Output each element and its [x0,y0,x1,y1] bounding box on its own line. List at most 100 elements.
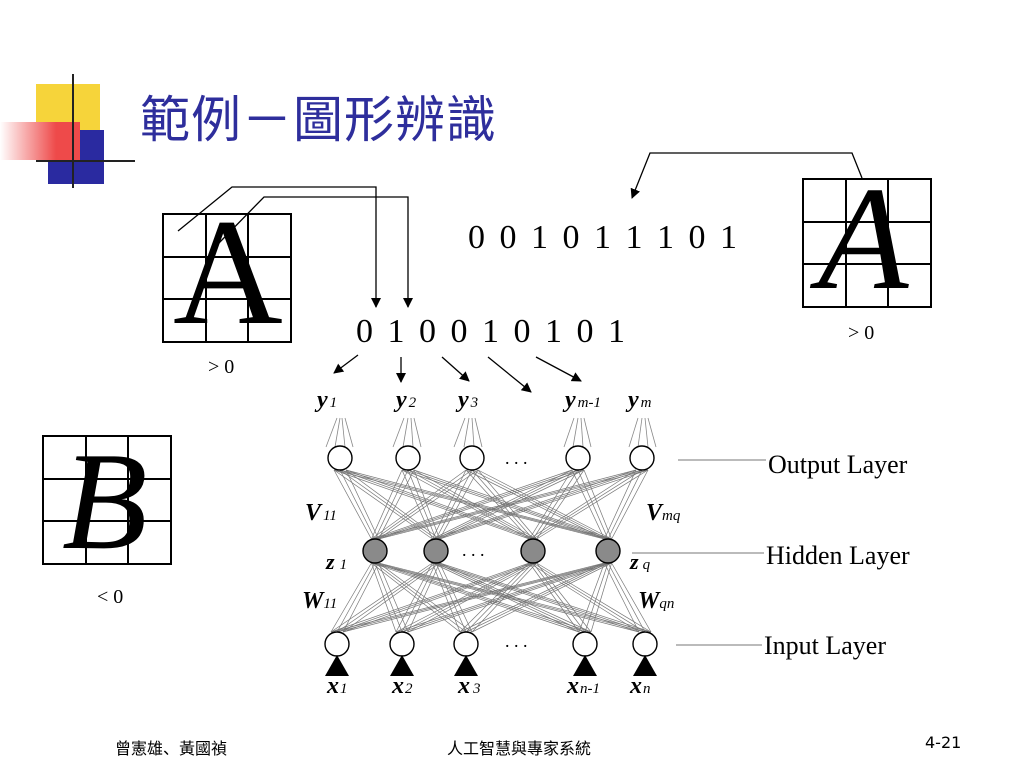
pattern-letter-a-right: A [818,157,909,321]
footer-page-number: 4-21 [925,733,962,752]
input-arrow-triangle [390,655,414,676]
connection-h3-i2-1 [465,562,609,633]
connection-h0-i0-2 [342,562,379,633]
connection-h3-i1-1 [401,562,609,633]
connection-h1-i1-1 [401,562,437,633]
hidden-ellipsis: . . . [462,540,485,560]
connection-h3-i3-0 [578,562,605,633]
bit-string-middle: 0 1 0 0 1 0 1 0 1 [356,313,628,350]
connection-o1-h1-2 [413,469,440,540]
connection-h3-i1-2 [407,562,612,633]
connection-h0-i0-1 [336,562,376,633]
connection-o1-h2-2 [413,469,537,540]
connection-h1-i2-0 [432,562,461,633]
title-decoration [0,70,135,190]
connection-o1-h1-1 [407,469,437,540]
connection-h1-i4-1 [435,562,646,633]
connection-o4-h2-2 [536,469,649,540]
connection-h3-i0-0 [330,562,605,633]
input-node [572,631,598,657]
connection-o3-h0-0 [371,469,573,540]
output-node [565,445,591,471]
connection-h1-i2-1 [435,562,467,633]
deco-red-bar [0,122,80,160]
connection-h0-i1-0 [371,562,397,633]
bit-arrow-3 [441,356,470,382]
connection-h1-i1-2 [407,562,440,633]
connection-h0-i2-2 [378,562,473,633]
input-triangles [325,655,657,676]
footer-course: 人工智慧與專家系統 [447,739,592,758]
connection-o4-h2-1 [532,469,643,540]
connection-h2-i0-1 [336,562,534,633]
connection-o2-h1-0 [432,469,467,540]
deco-horizontal-line [36,160,135,162]
connection-h2-i3-2 [536,562,592,633]
hidden-nodes [362,538,621,564]
bit-arrow-5 [535,356,582,382]
connection-o1-h2-1 [407,469,534,540]
connector-line-2 [217,196,413,308]
output-node [327,445,353,471]
output-node [459,445,485,471]
connection-h2-i1-0 [395,562,530,633]
deco-vertical-line [72,74,74,188]
input-label-xn: xn [629,673,651,699]
connection-o3-h3-0 [571,469,605,540]
pattern-letter-b: B [62,424,148,579]
connection-o3-h2-1 [532,469,579,540]
connection-o3-h3-2 [583,469,612,540]
connection-h0-i1-2 [378,562,409,633]
pattern-grid-a-left [162,213,292,343]
connection-o3-h2-2 [536,469,585,540]
connection-h3-i0-1 [336,562,609,633]
connection-o2-h2-0 [465,469,530,540]
output-hidden-connections [333,469,649,540]
connection-o4-h1-0 [432,469,637,540]
grid-to-bits-connectors [177,152,863,308]
bit-arrow-4 [487,356,532,393]
input-label-xn-1: xn-1 [566,673,600,699]
connection-o3-h0-2 [378,469,585,540]
connection-o0-h3-0 [333,469,605,540]
layer-leader-lines [632,459,766,646]
connection-o4-h3-1 [607,469,643,540]
input-nodes [324,631,658,657]
connection-h0-i1-1 [374,562,403,633]
footer-authors: 曾憲雄、黃國禎 [115,739,228,758]
weight-label-wqn: Wqn [638,588,674,614]
connector-line-1 [177,186,381,308]
input-arrow-triangle [325,655,349,676]
connection-o0-h1-2 [345,469,440,540]
connection-h3-i2-0 [459,562,605,633]
connection-o0-h0-2 [345,469,379,540]
connection-h0-i2-1 [374,562,467,633]
connection-o4-h3-2 [611,469,649,540]
input-node [632,631,658,657]
pattern-grid-b [42,435,172,565]
input-arrow-triangle [454,655,478,676]
connection-h2-i2-0 [459,562,530,633]
connection-o0-h3-1 [339,469,609,540]
connection-h0-i3-2 [378,562,592,633]
connection-h1-i3-2 [439,562,592,633]
connection-h1-i4-0 [432,562,640,633]
connection-o4-h0-0 [371,469,637,540]
connection-h1-i4-2 [439,562,652,633]
connection-h2-i4-0 [529,562,640,633]
connection-o1-h0-1 [374,469,409,540]
connection-o1-h0-0 [371,469,403,540]
connection-o3-h1-2 [439,469,585,540]
output-layer-label: Output Layer [768,450,908,479]
connection-h2-i3-0 [529,562,580,633]
output-node [395,445,421,471]
connection-o0-h2-1 [339,469,534,540]
